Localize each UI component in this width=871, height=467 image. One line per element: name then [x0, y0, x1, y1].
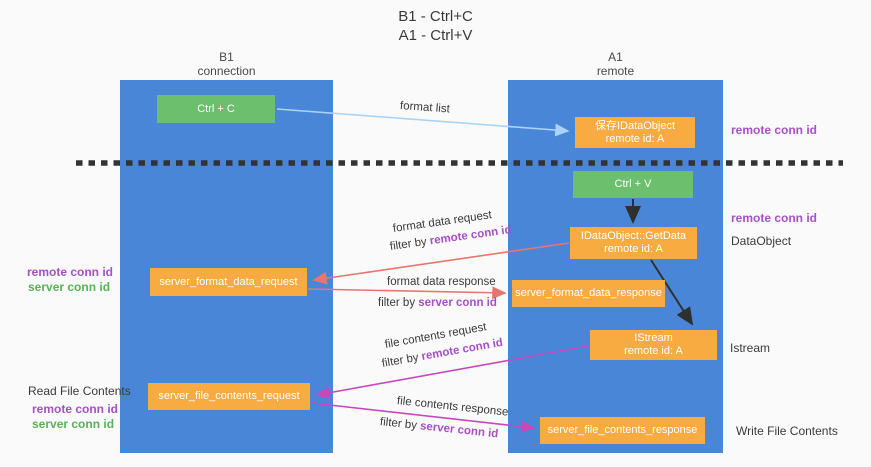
annotation-dataobject: DataObject — [731, 234, 792, 248]
server-conn-id-text: server conn id — [419, 420, 499, 441]
annotation-left-remote-conn-id-2: remote conn id — [32, 402, 119, 416]
node-server-format-data-request: server_format_data_request — [150, 268, 307, 296]
lane-a1-title: A1 — [608, 50, 623, 64]
annotation-remote-conn-id-mid: remote conn id — [731, 211, 818, 225]
lane-header-b1: B1 connection — [120, 50, 333, 78]
node-server-file-contents-response: server_file_contents_response — [540, 417, 705, 444]
node-server-file-contents-request: server_file_contents_request — [148, 383, 310, 410]
server-file-contents-response-label: server_file_contents_response — [547, 424, 698, 436]
node-ctrl-v: Ctrl + V — [573, 171, 693, 198]
format-list-arrow-label: format list — [399, 100, 451, 116]
format-data-response-arrow-label: format data response — [387, 276, 496, 288]
save-idataobject-line2: remote id: A — [605, 132, 665, 145]
ctrl-c-label: Ctrl + C — [197, 102, 235, 115]
node-ctrl-c: Ctrl + C — [157, 95, 275, 123]
annotation-istream: Istream — [730, 341, 771, 355]
istream-line2: remote id: A — [624, 345, 683, 357]
lane-a1-subtitle: remote — [596, 64, 635, 78]
server-conn-id-text: server conn id — [418, 297, 497, 309]
server-format-data-response-label: server_format_data_response — [515, 287, 662, 299]
ctrl-v-label: Ctrl + V — [614, 178, 652, 190]
diagram-title: B1 - Ctrl+C A1 - Ctrl+V — [0, 7, 871, 45]
filter-by-text: filter by — [380, 351, 423, 370]
filter-by-text: filter by — [379, 416, 421, 433]
getdata-line2: remote id: A — [604, 243, 663, 255]
filter-by-text: filter by — [378, 297, 419, 309]
file-contents-response-filter-label: filter by server conn id — [379, 416, 498, 440]
annotation-read-file-contents: Read File Contents — [28, 384, 131, 398]
lane-b1-subtitle: connection — [197, 64, 256, 78]
server-format-data-request-label: server_format_data_request — [159, 275, 298, 288]
annotation-left-server-conn-id-2: server conn id — [32, 417, 115, 431]
annotation-left-server-conn-id-1: server conn id — [28, 280, 111, 294]
node-istream: IStream remote id: A — [590, 330, 717, 360]
node-idataobject-getdata: IDataObject::GetData remote id: A — [570, 227, 697, 259]
annotation-write-file-contents: Write File Contents — [736, 424, 838, 438]
istream-line1: IStream — [634, 332, 673, 344]
format-data-response-filter-label: filter by server conn id — [378, 297, 497, 309]
title-line-1: B1 - Ctrl+C — [398, 8, 473, 25]
title-line-2: A1 - Ctrl+V — [398, 27, 473, 44]
node-server-format-data-response: server_format_data_response — [512, 280, 665, 307]
annotation-left-remote-conn-id-1: remote conn id — [27, 265, 114, 279]
file-contents-response-arrow-label: file contents response — [396, 395, 509, 419]
save-idataobject-line1: 保存IDataObject — [594, 119, 676, 132]
lane-b1-title: B1 — [219, 50, 234, 64]
getdata-line1: IDataObject::GetData — [580, 230, 687, 242]
filter-by-text: filter by — [389, 235, 431, 253]
annotation-remote-conn-id-top: remote conn id — [731, 123, 818, 137]
lane-header-a1: A1 remote — [508, 50, 723, 78]
server-file-contents-request-label: server_file_contents_request — [158, 390, 300, 402]
node-save-idataobject: 保存IDataObject remote id: A — [575, 117, 695, 148]
format-data-response-arrow — [307, 286, 507, 300]
